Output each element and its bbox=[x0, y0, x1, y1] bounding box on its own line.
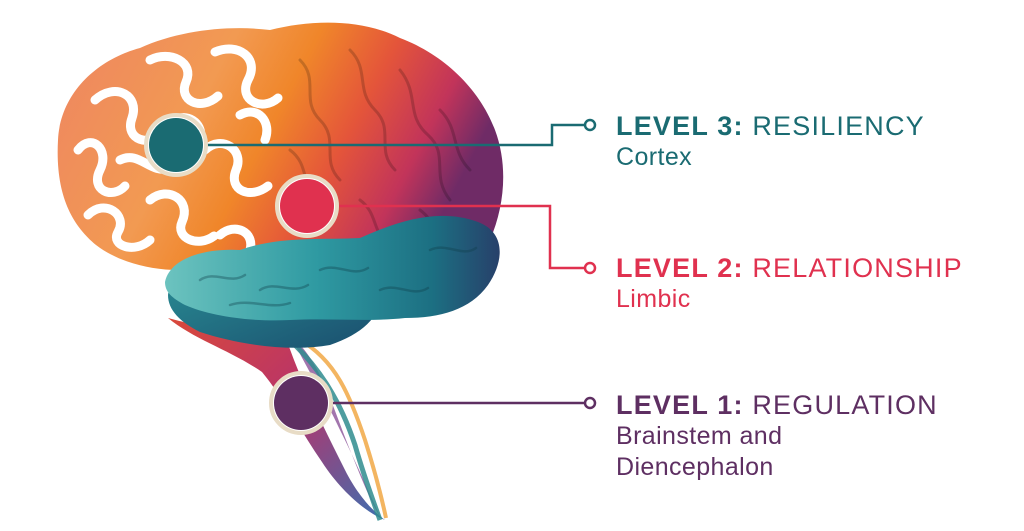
limbic-folds bbox=[198, 246, 478, 307]
level-2-prefix: LEVEL 2: bbox=[616, 253, 744, 283]
level-2-marker bbox=[275, 174, 339, 238]
level-2-connector bbox=[307, 204, 586, 270]
limbic-band-shape bbox=[165, 215, 500, 321]
level-3-title: LEVEL 3: RESILIENCY bbox=[616, 110, 925, 142]
level-3-subtitle: Cortex bbox=[616, 143, 693, 171]
level-3-marker bbox=[144, 113, 208, 177]
level-2-name: RELATIONSHIP bbox=[752, 253, 963, 283]
level-3-label: LEVEL 3: RESILIENCY Cortex bbox=[616, 110, 925, 173]
level-3-name: RESILIENCY bbox=[752, 111, 925, 141]
level-1-connector-end-dot bbox=[583, 396, 597, 410]
level-1-marker bbox=[269, 371, 333, 435]
level-2-subtitle: Limbic bbox=[616, 285, 691, 313]
level-2-label: LEVEL 2: RELATIONSHIP Limbic bbox=[616, 252, 963, 315]
cortex-shape bbox=[57, 22, 504, 277]
level-1-subtitle-line-1: Brainstem and bbox=[616, 422, 783, 450]
level-1-prefix: LEVEL 1: bbox=[616, 390, 744, 420]
level-1-label: LEVEL 1: REGULATION Brainstem and Dience… bbox=[616, 389, 938, 483]
level-2-connector-end-dot bbox=[583, 261, 597, 275]
level-1-subtitle-line-2: Diencephalon bbox=[616, 453, 774, 481]
level-1-title: LEVEL 1: REGULATION bbox=[616, 389, 938, 421]
level-2-title: LEVEL 2: RELATIONSHIP bbox=[616, 252, 963, 284]
level-3-prefix: LEVEL 3: bbox=[616, 111, 744, 141]
level-3-connector bbox=[176, 123, 586, 147]
brainstem-shape bbox=[168, 318, 388, 521]
level-1-name: REGULATION bbox=[752, 390, 938, 420]
connector-lines bbox=[176, 118, 597, 410]
level-3-connector-end-dot bbox=[583, 118, 597, 132]
